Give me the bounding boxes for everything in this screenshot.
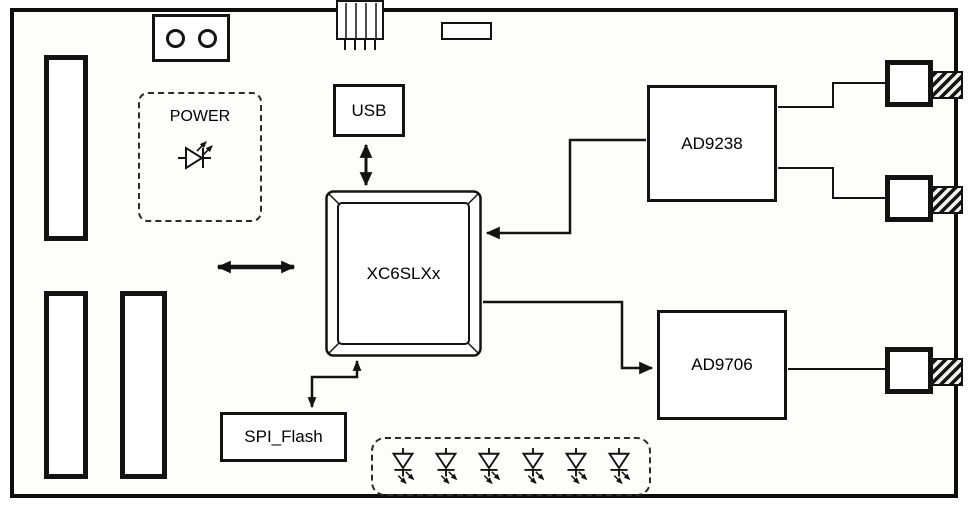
left-header-top — [44, 55, 88, 241]
led-icon — [514, 447, 552, 489]
fpga-label: XC6SLXx — [366, 263, 441, 283]
power-led-icon — [174, 134, 226, 174]
spi-flash-label: SPI_Flash — [244, 427, 323, 446]
spi-flash-block: SPI_Flash — [220, 412, 347, 462]
led-bank — [371, 437, 651, 496]
adc-block: AD9238 — [647, 85, 777, 202]
sma-connector-3-thread-icon — [931, 358, 963, 386]
top-connector — [336, 0, 384, 40]
sma-connector-1-thread-icon — [931, 71, 963, 99]
sma-connector-3-body — [885, 347, 933, 394]
led-icon — [600, 447, 638, 489]
circle-hole-icon — [197, 28, 217, 48]
mount-holes-box — [152, 14, 230, 62]
led-icon — [557, 447, 595, 489]
circle-hole-icon — [165, 28, 185, 48]
led-icon — [470, 447, 508, 489]
adc-label: AD9238 — [681, 133, 743, 153]
usb-label: USB — [351, 100, 387, 120]
fpga-block: XC6SLXx — [325, 190, 482, 357]
led-icon — [384, 447, 422, 489]
chip-package-icon — [325, 190, 482, 357]
sma-connector-1-body — [885, 60, 933, 107]
left-header-bottom-b — [120, 291, 167, 479]
dac-block: AD9706 — [657, 310, 787, 420]
sma-connector-2-body — [885, 175, 933, 222]
led-icon — [427, 447, 465, 489]
power-label: POWER — [169, 108, 231, 125]
left-header-bottom-a — [44, 291, 88, 479]
top-small-component — [441, 22, 492, 40]
power-block: POWER — [138, 92, 262, 222]
sma-connector-2-thread-icon — [931, 186, 963, 214]
usb-block: USB — [333, 84, 405, 137]
dac-label: AD9706 — [691, 355, 753, 374]
